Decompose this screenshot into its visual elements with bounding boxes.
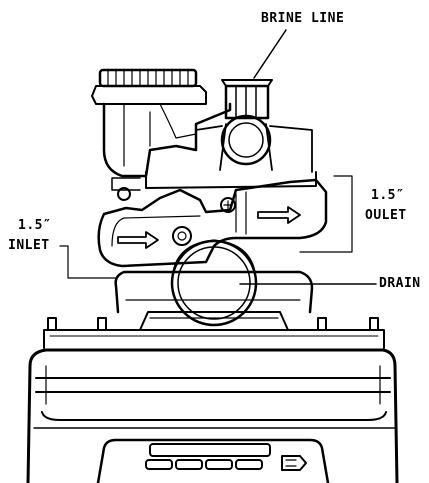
inlet-label: INLET xyxy=(8,238,50,253)
drain-label: DRAIN xyxy=(379,276,421,291)
brine-line-label: BRINE LINE xyxy=(261,11,345,26)
bypass-knob xyxy=(91,68,232,178)
outlet-size-label: 1.5″ xyxy=(371,188,405,203)
display-window xyxy=(96,438,330,483)
mounting-plate xyxy=(43,311,385,349)
inlet-size-label: 1.5″ xyxy=(18,218,52,233)
flow-arrow-inlet xyxy=(117,231,159,249)
control-housing xyxy=(26,348,399,483)
valve-body xyxy=(97,171,328,314)
brine-valve xyxy=(195,79,313,173)
outlet-label: OULET xyxy=(365,208,407,223)
drain-fitting xyxy=(170,239,258,327)
flow-arrow-outlet xyxy=(257,206,301,224)
leader-lines xyxy=(59,29,377,285)
